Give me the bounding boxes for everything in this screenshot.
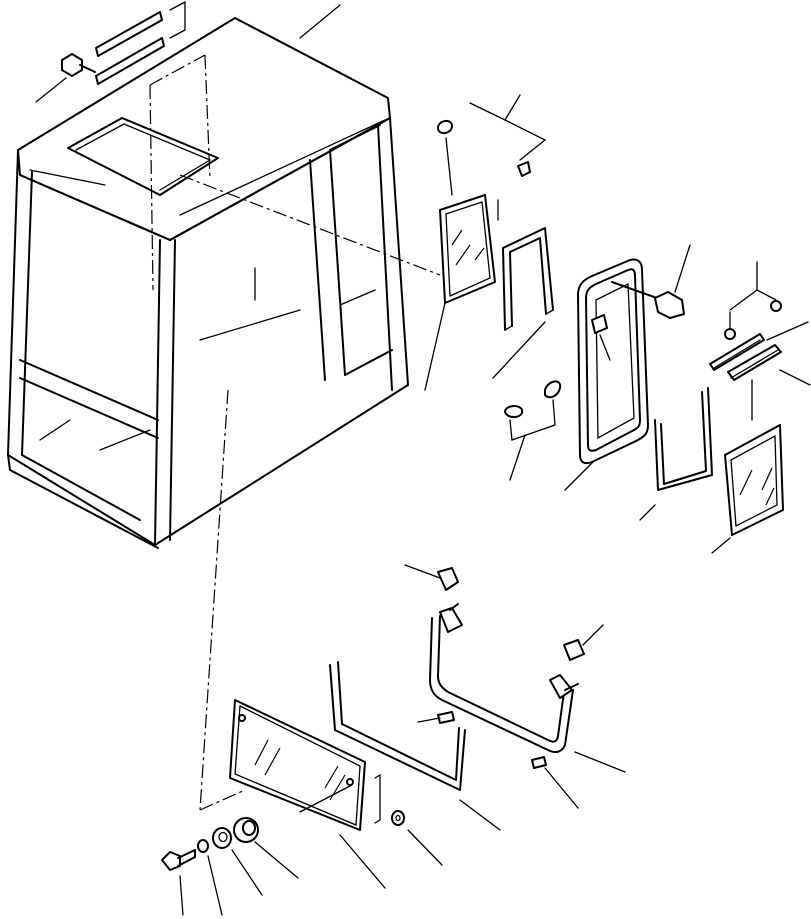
upper-side-glass — [424, 94, 547, 391]
top-trim-strips — [95, 1, 186, 85]
upper-seal-strips — [709, 321, 811, 421]
clip-fasteners — [404, 564, 604, 661]
cab-frame — [7, 17, 441, 811]
side-window-frame — [564, 258, 649, 491]
lower-glass-seal — [329, 661, 501, 831]
lower-u-seal — [639, 387, 713, 521]
washer — [391, 810, 443, 866]
top-bolt — [35, 53, 96, 103]
upper-side-seal — [492, 227, 554, 379]
frame-bolt — [611, 244, 691, 319]
window-catch-pair — [504, 380, 562, 481]
rear-side-glass — [711, 424, 784, 554]
spacer-blocks — [417, 711, 579, 809]
small-caps — [724, 261, 782, 340]
lower-front-glass — [229, 699, 386, 889]
lower-window-frame — [429, 603, 626, 773]
cab-leader — [299, 4, 341, 39]
bolt-washer-bushing-stack — [161, 817, 299, 916]
